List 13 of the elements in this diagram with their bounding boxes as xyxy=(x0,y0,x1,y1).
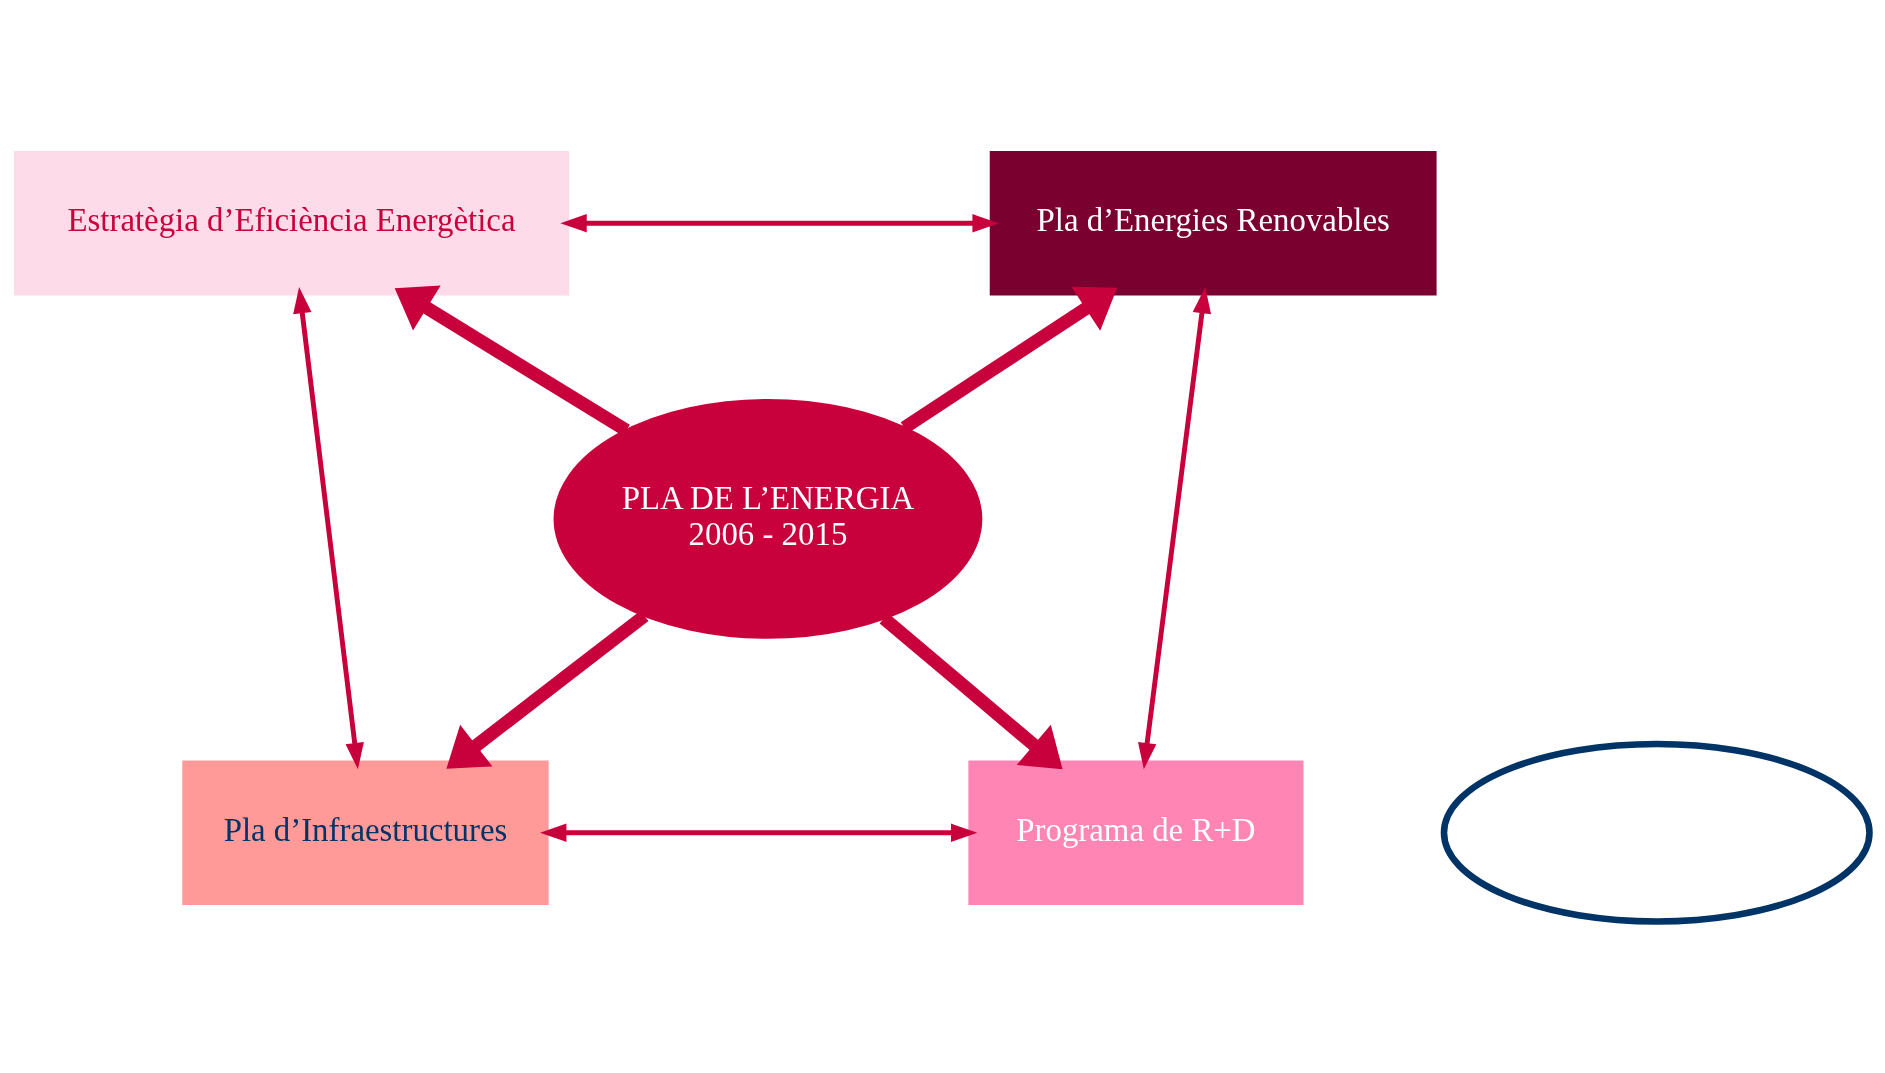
arrow xyxy=(560,213,999,232)
node-ellipse xyxy=(1440,740,1873,925)
node-box: Pla d’Infraestructures xyxy=(182,759,549,905)
arrow xyxy=(394,284,630,436)
arrow xyxy=(540,823,978,842)
arrow xyxy=(293,286,364,769)
node-box: Pla d’Energies Renovables xyxy=(989,150,1437,295)
arrow xyxy=(900,286,1118,433)
node-ellipse: PLA DE L’ENERGIA 2006 - 2015 xyxy=(553,398,983,639)
arrow xyxy=(1138,286,1212,769)
arrow xyxy=(446,610,649,769)
node-box: Estratègia d’Eficiència Energètica xyxy=(13,150,570,295)
node-box: Programa de R+D xyxy=(968,759,1304,905)
